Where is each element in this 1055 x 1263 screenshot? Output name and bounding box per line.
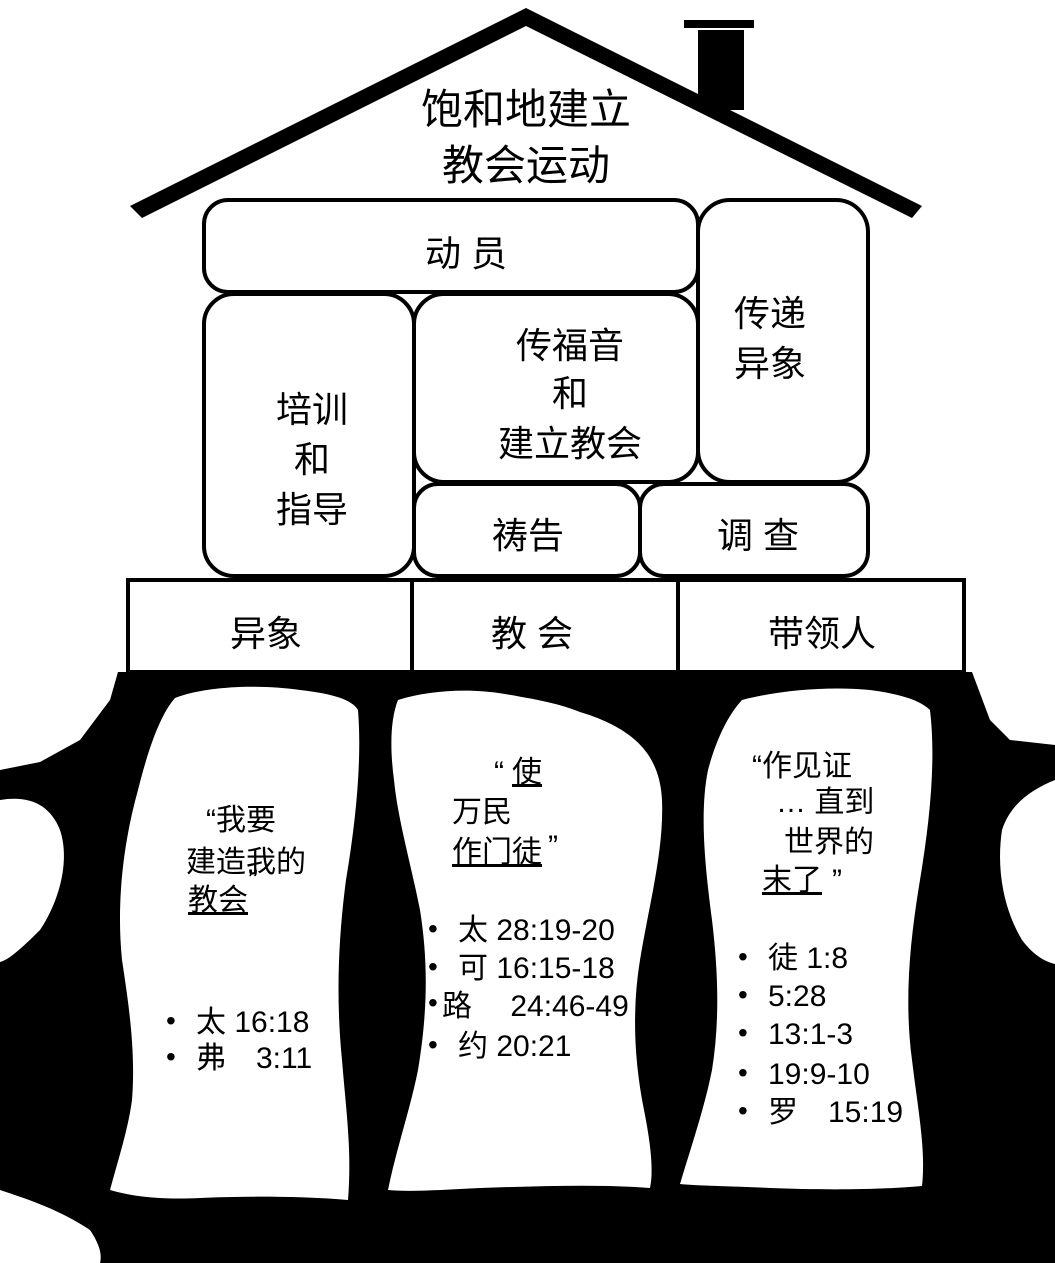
right-quote-line2: … 直到	[776, 786, 874, 819]
right-quote-line3: 世界的	[784, 826, 874, 859]
right-ref-4: 19:9-10	[768, 1058, 870, 1091]
vision-casting-line1: 传递	[734, 293, 806, 334]
foundation-leaders-label: 带领人	[768, 613, 876, 654]
left-ref-1: 太 16:18	[196, 1006, 309, 1039]
block-training	[202, 292, 416, 578]
training-line3: 指导	[276, 489, 348, 530]
training-line2: 和	[294, 439, 330, 480]
foundation-vision	[126, 578, 414, 674]
block-research	[638, 482, 870, 578]
foundation-vision-label: 异象	[230, 613, 302, 654]
center-ref-bullet-1: •	[428, 913, 438, 944]
center-ref-bullet-2: •	[428, 951, 438, 982]
center-ref-2: 可 16:15-18	[458, 952, 615, 985]
left-quote-line1: “我要	[206, 804, 276, 837]
center-ref-bullet-3: •	[428, 987, 438, 1018]
house-blocks	[202, 198, 870, 578]
trunk-cutouts	[0, 686, 1055, 1263]
evangelism-line1: 传福音	[516, 325, 624, 366]
chimney-cap	[684, 20, 754, 28]
center-quote-line3-underlined: 作门徒	[452, 836, 542, 869]
left-quote-line2: 建造我的	[186, 846, 306, 879]
root-gap-bottom-left	[0, 1190, 101, 1263]
mobilize-label: 动 员	[425, 233, 507, 274]
left-ref-2: 弗 3:11	[196, 1042, 312, 1075]
center-ref-bullet-4: •	[428, 1029, 438, 1060]
left-ref-bullet-1: •	[166, 1005, 176, 1036]
right-ref-bullet-3: •	[738, 1017, 748, 1048]
center-ref-3: 路 24:46-49	[442, 990, 629, 1023]
right-quote-line4-close: ”	[832, 864, 842, 897]
right-ref-bullet-5: •	[738, 1095, 748, 1126]
block-vision-casting	[696, 198, 870, 484]
foundation-church-label: 教 会	[491, 613, 573, 654]
center-quote-line1-underlined: 使	[512, 756, 542, 789]
foundation-leaders	[676, 578, 966, 674]
left-ref-bullet-2: •	[166, 1041, 176, 1072]
research-label: 调 查	[717, 515, 799, 556]
roof-title-line2: 教会运动	[442, 142, 610, 189]
right-ref-bullet-2: •	[738, 979, 748, 1010]
right-quote-line1: “作见证	[752, 750, 852, 783]
root-wisp-right	[1000, 780, 1055, 964]
root-wisp-left	[0, 798, 64, 962]
center-quote-line3-close: ”	[548, 830, 558, 863]
left-quote-line3-underlined: 教会	[188, 884, 248, 917]
chimney	[698, 30, 744, 110]
center-quote-line1-open: “	[494, 756, 504, 789]
right-ref-bullet-4: •	[738, 1057, 748, 1088]
roof	[130, 8, 922, 218]
roof-title-line1: 饱和地建立	[421, 86, 631, 133]
foundation	[126, 578, 966, 674]
center-ref-1: 太 28:19-20	[458, 914, 615, 947]
foundation-church	[410, 578, 680, 674]
evangelism-line3: 建立教会	[498, 423, 642, 464]
right-ref-2: 5:28	[768, 980, 826, 1013]
center-ref-4: 约 20:21	[458, 1030, 571, 1063]
vision-casting-line2: 异象	[734, 343, 806, 384]
trunk-left	[110, 686, 360, 1200]
prayer-label: 祷告	[492, 515, 564, 556]
training-line1: 培训	[276, 389, 348, 430]
center-quote-line2: 万民	[452, 796, 512, 829]
right-ref-bullet-1: •	[738, 941, 748, 972]
left-quote-line3-close: ”	[248, 864, 258, 897]
trunk-right	[680, 688, 933, 1190]
right-ref-5: 罗 15:19	[768, 1096, 903, 1129]
right-ref-3: 13:1-3	[768, 1018, 853, 1051]
evangelism-line2: 和	[552, 373, 588, 414]
trunk-center	[388, 690, 663, 1191]
right-ref-1: 徒 1:8	[768, 942, 848, 975]
right-quote-line4-underlined: 末了	[762, 864, 822, 897]
